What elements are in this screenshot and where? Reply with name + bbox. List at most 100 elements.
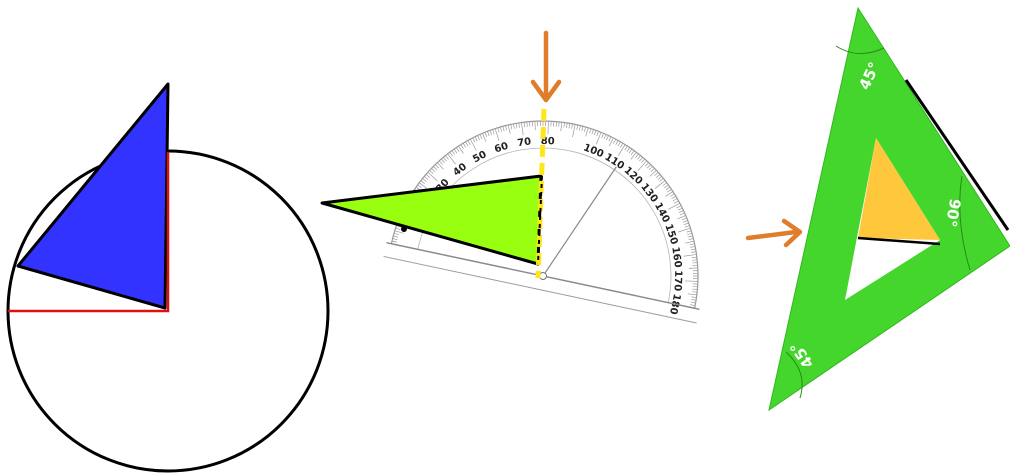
protractor-tick bbox=[692, 291, 698, 293]
protractor-tick bbox=[686, 230, 692, 233]
protractor-tick bbox=[691, 256, 697, 259]
protractor-tick bbox=[510, 124, 513, 130]
protractor-tick bbox=[678, 210, 684, 213]
protractor-tick bbox=[558, 121, 560, 127]
protractor-tick bbox=[441, 158, 445, 164]
protractor-tick bbox=[637, 160, 647, 171]
protractor-tick bbox=[553, 121, 555, 127]
protractor-tick bbox=[523, 122, 526, 128]
protractor-tick bbox=[676, 205, 682, 209]
protractor-tick bbox=[474, 136, 478, 142]
protractor-tick bbox=[684, 225, 690, 228]
protractor-tick bbox=[451, 150, 456, 155]
protractor-tick bbox=[467, 140, 471, 145]
protractor-tick bbox=[391, 240, 397, 243]
protractor-tick bbox=[657, 176, 662, 180]
arrow-right-icon bbox=[745, 218, 803, 248]
protractor-tick-label: 160 bbox=[669, 246, 683, 268]
protractor-tick bbox=[576, 124, 579, 130]
protractor-tick bbox=[420, 180, 426, 184]
protractor-tick bbox=[449, 152, 454, 157]
protractor-tick bbox=[603, 134, 607, 140]
protractor-tick bbox=[396, 225, 402, 228]
protractor-tick bbox=[687, 235, 693, 238]
protractor-tick bbox=[394, 230, 404, 234]
protractor-tick bbox=[393, 232, 399, 235]
protractor-tick bbox=[655, 174, 661, 178]
protractor-tick bbox=[670, 193, 675, 197]
blue-triangle bbox=[16, 82, 170, 310]
protractor-tick bbox=[683, 254, 697, 257]
protractor-tick bbox=[568, 123, 571, 129]
protractor-tick bbox=[578, 125, 581, 131]
protractor-tick bbox=[613, 138, 617, 144]
protractor-tick bbox=[688, 267, 698, 269]
protractor-tick bbox=[606, 135, 609, 141]
protractor-tick bbox=[502, 126, 505, 132]
protractor-tick bbox=[499, 126, 502, 132]
protractor-tick bbox=[437, 162, 444, 170]
protractor-tick bbox=[497, 127, 500, 133]
protractor-tick bbox=[608, 137, 614, 147]
protractor-tick bbox=[662, 182, 667, 187]
protractor-tick bbox=[630, 151, 637, 160]
protractor-tick bbox=[596, 131, 599, 137]
protractor-tick bbox=[691, 299, 697, 301]
protractor: 1020304050607080100110120130140150160170… bbox=[383, 120, 700, 324]
protractor-tick bbox=[665, 191, 674, 197]
protractor-tick bbox=[494, 128, 500, 142]
protractor-tick bbox=[664, 184, 669, 189]
protractor-tick bbox=[417, 184, 422, 189]
protractor-tick bbox=[572, 124, 576, 138]
protractor-tick bbox=[393, 235, 399, 238]
protractor-tick bbox=[691, 296, 697, 298]
protractor-tick bbox=[681, 217, 687, 221]
protractor-tick bbox=[545, 121, 547, 127]
protractor-tick bbox=[458, 145, 464, 154]
protractor-tick-label: 80 bbox=[541, 136, 555, 147]
angle-arc-bottom bbox=[785, 351, 803, 399]
protractor-tick bbox=[591, 129, 594, 135]
protractor-tick bbox=[571, 123, 573, 129]
figure-left bbox=[6, 82, 330, 473]
protractor-tick bbox=[477, 135, 480, 141]
protractor-tick-label: 60 bbox=[493, 141, 510, 156]
protractor-tick bbox=[429, 170, 434, 174]
protractor-tick bbox=[601, 133, 604, 139]
protractor-tick bbox=[534, 121, 536, 131]
protractor-tick bbox=[447, 153, 456, 165]
protractor-tick bbox=[445, 155, 449, 160]
figure-middle: 1020304050607080100110120130140150160170… bbox=[320, 30, 700, 324]
protractor-tick bbox=[649, 170, 657, 177]
protractor-tick bbox=[433, 166, 438, 171]
protractor-tick bbox=[472, 137, 476, 143]
protractor-tick bbox=[566, 122, 568, 128]
protractor-tick bbox=[435, 164, 440, 169]
protractor-tick bbox=[505, 125, 508, 131]
protractor-tick bbox=[539, 121, 541, 127]
protractor-tick bbox=[692, 272, 698, 274]
protractor-tick bbox=[668, 202, 681, 210]
protractor-tick bbox=[679, 212, 685, 216]
protractor-tick bbox=[595, 132, 602, 145]
protractor-tick bbox=[646, 164, 651, 169]
protractor-tick bbox=[677, 207, 683, 211]
protractor-tick bbox=[687, 232, 693, 235]
protractor-tick bbox=[667, 189, 672, 193]
red-right-angle bbox=[8, 152, 170, 313]
protractor-tick bbox=[645, 162, 649, 167]
protractor-tick bbox=[648, 166, 653, 171]
protractor-tick bbox=[462, 142, 467, 148]
protractor-tick bbox=[515, 123, 518, 129]
protractor-tick bbox=[418, 182, 427, 189]
protractor-tick bbox=[555, 121, 557, 127]
protractor-tick bbox=[635, 153, 639, 159]
protractor-tick bbox=[672, 198, 678, 202]
protractor-tick bbox=[690, 248, 696, 251]
protractor-tick bbox=[683, 222, 689, 226]
protractor-tick bbox=[584, 126, 587, 132]
protractor-tick-label: 70 bbox=[517, 136, 532, 149]
protractor-tick bbox=[692, 262, 698, 264]
protractor-tick bbox=[482, 133, 487, 142]
